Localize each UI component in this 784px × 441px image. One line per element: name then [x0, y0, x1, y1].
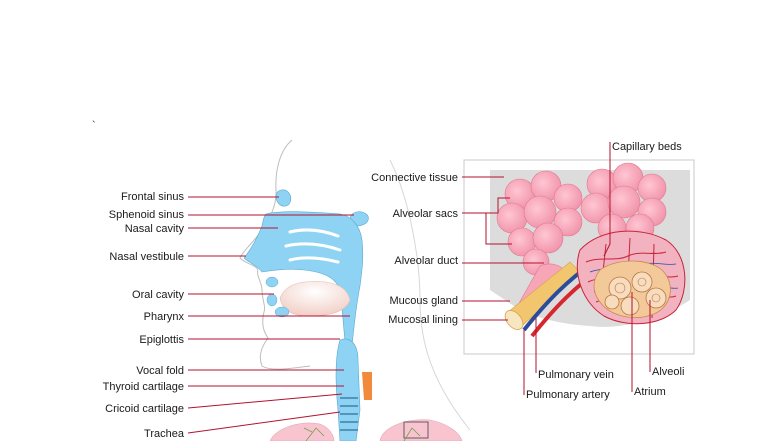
label-capillary-beds: Capillary beds [612, 141, 682, 153]
label-cricoid-cartilage: Cricoid cartilage [105, 403, 184, 415]
frontal-sinus [275, 189, 292, 207]
label-nasal-cavity: Nasal cavity [125, 223, 185, 235]
alveolar-sac-cluster-left [496, 170, 583, 276]
turbinates [284, 228, 342, 264]
inset-leader-lines [462, 142, 651, 395]
label-vocal-fold: Vocal fold [136, 365, 184, 377]
label-oral-cavity: Oral cavity [132, 289, 184, 301]
head-labels: Frontal sinus Sphenoid sinus Nasal cavit… [103, 191, 185, 440]
label-sphenoid-sinus: Sphenoid sinus [109, 209, 185, 221]
label-mucous-gland: Mucous gland [390, 295, 459, 307]
esophagus [362, 372, 372, 400]
label-trachea: Trachea [144, 428, 185, 440]
label-epiglottis: Epiglottis [139, 334, 184, 346]
label-pulmonary-vein: Pulmonary vein [538, 369, 614, 381]
label-nasal-vestibule: Nasal vestibule [109, 251, 184, 263]
label-atrium: Atrium [634, 386, 666, 398]
right-lung [379, 419, 463, 441]
label-pharynx: Pharynx [144, 311, 185, 323]
trachea-rings [340, 397, 358, 431]
label-frontal-sinus: Frontal sinus [121, 191, 184, 203]
alveoli-swirls [614, 277, 661, 303]
left-lung [269, 422, 335, 441]
larynx [335, 338, 361, 441]
oral-cavity [279, 281, 351, 317]
bronchi [303, 427, 421, 441]
bronchiole-opening [504, 310, 524, 330]
lung-zoom-box [403, 421, 429, 439]
stray-mark: ` [92, 120, 96, 132]
label-alveoli: Alveoli [652, 366, 684, 378]
label-pulmonary-artery: Pulmonary artery [526, 389, 610, 401]
lips [265, 276, 290, 318]
label-thyroid-cartilage: Thyroid cartilage [103, 381, 184, 393]
head-cross-section [239, 139, 471, 441]
label-connective-tissue: Connective tissue [371, 172, 458, 184]
alveoli-inset [463, 159, 695, 355]
head-leader-lines [187, 196, 354, 434]
face-profile [239, 139, 311, 370]
label-alveolar-sacs: Alveolar sacs [393, 208, 459, 220]
neck-outline [389, 159, 471, 431]
alveoli-cutaway [604, 271, 667, 316]
inset-labels: Connective tissue Alveolar sacs Alveolar… [371, 141, 684, 401]
label-mucosal-lining: Mucosal lining [388, 314, 458, 326]
label-alveolar-duct: Alveolar duct [394, 255, 458, 267]
